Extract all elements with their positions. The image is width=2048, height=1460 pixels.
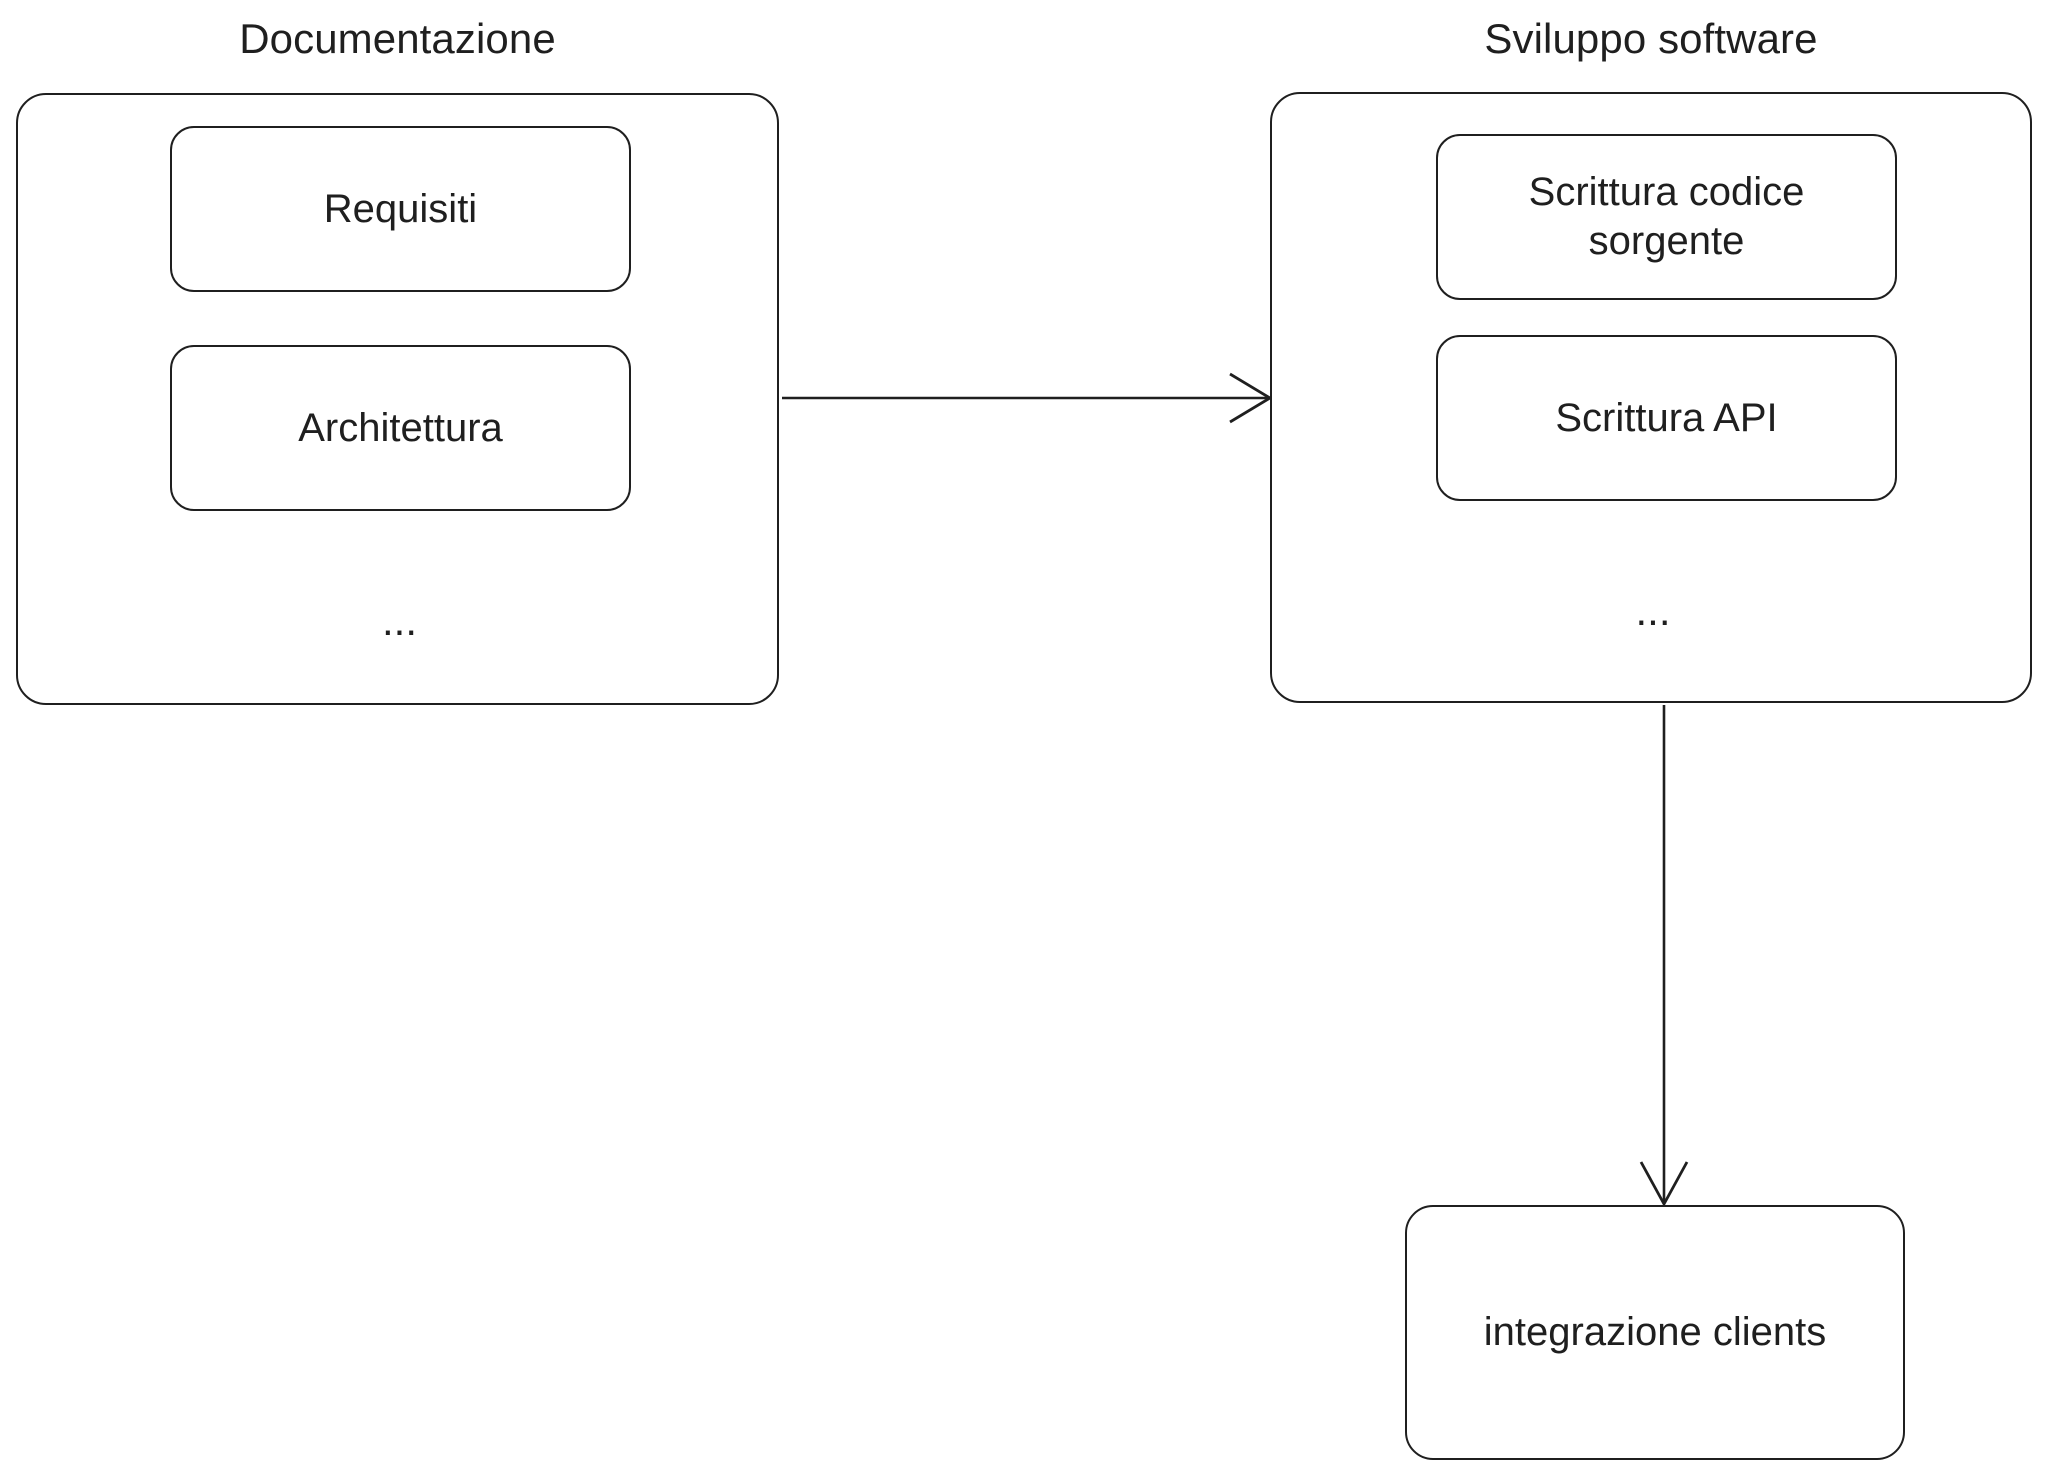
arrowhead-down-icon <box>1639 1161 1689 1207</box>
node-integrazione-clients[interactable]: integrazione clients <box>1405 1205 1905 1460</box>
cluster-title-documentazione: Documentazione <box>239 15 556 62</box>
node-scrittura-api[interactable]: Scrittura API <box>1436 335 1897 501</box>
node-label: Requisiti <box>323 186 478 231</box>
cluster-documentazione[interactable]: Requisiti Architettura ... <box>16 93 779 705</box>
arrowhead-right-icon <box>1229 372 1273 424</box>
cluster-ellipsis-documentazione: ... <box>381 597 417 644</box>
edge-sviluppo-to-integrazione <box>1639 705 1689 1207</box>
node-label: Scrittura API <box>1555 395 1778 440</box>
node-label: Architettura <box>298 405 503 450</box>
cluster-title-sviluppo-software: Sviluppo software <box>1484 15 1818 62</box>
node-architettura[interactable]: Architettura <box>170 345 631 511</box>
cluster-ellipsis-sviluppo-software: ... <box>1635 587 1671 634</box>
edge-doc-to-sviluppo <box>782 372 1273 424</box>
node-requisiti[interactable]: Requisiti <box>170 126 631 292</box>
node-label: integrazione clients <box>1483 1310 1827 1355</box>
node-label: Scrittura codice sorgente <box>1528 170 1805 263</box>
cluster-sviluppo-software[interactable]: Scrittura codice sorgente Scrittura API … <box>1270 92 2032 703</box>
node-scrittura-codice-sorgente[interactable]: Scrittura codice sorgente <box>1436 134 1897 300</box>
